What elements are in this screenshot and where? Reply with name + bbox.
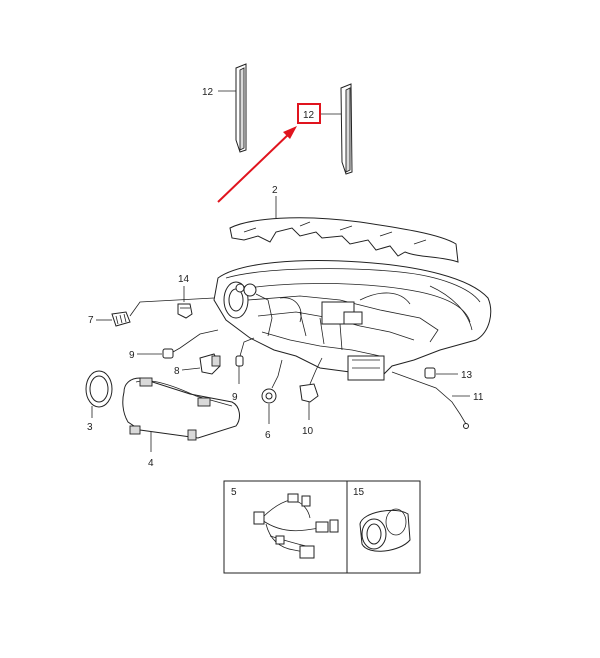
callout-14: 14	[178, 274, 190, 285]
nut-13	[424, 367, 436, 379]
ring-3	[85, 370, 113, 408]
callout-2: 2	[272, 185, 278, 196]
inset-label-5: 5	[231, 487, 237, 498]
callout-7: 7	[88, 315, 94, 326]
callout-4: 4	[148, 458, 154, 469]
bulb-socket-10	[299, 357, 323, 403]
callout-8: 8	[174, 366, 180, 377]
callout-6: 6	[265, 430, 271, 441]
bulb-socket-6	[261, 359, 283, 404]
callout-10: 10	[302, 426, 314, 437]
headlamp-housing	[213, 260, 492, 381]
sleeve-15	[359, 508, 411, 552]
trim-2	[229, 217, 459, 263]
callout-12-left: 12	[202, 87, 214, 98]
callout-13: 13	[461, 370, 473, 381]
highlight-box	[297, 103, 321, 124]
inset-label-15: 15	[353, 487, 365, 498]
clip-14	[177, 303, 193, 319]
wiring-harness-5	[253, 493, 339, 559]
screw-7	[111, 297, 215, 327]
callout-9-center: 9	[232, 392, 238, 403]
callout-11: 11	[473, 392, 484, 403]
callout-12-highlight: 12	[303, 110, 315, 121]
red-arrow	[217, 126, 297, 203]
bulb-9-left	[162, 329, 219, 359]
callout-3: 3	[87, 422, 93, 433]
strip-12-right	[320, 83, 353, 175]
bulb-9-center	[235, 337, 255, 367]
cover-4	[122, 377, 240, 441]
callout-9-left: 9	[129, 350, 135, 361]
rod-11	[391, 371, 469, 429]
strip-12-left	[218, 63, 247, 153]
bulb-holder-8	[199, 353, 221, 375]
